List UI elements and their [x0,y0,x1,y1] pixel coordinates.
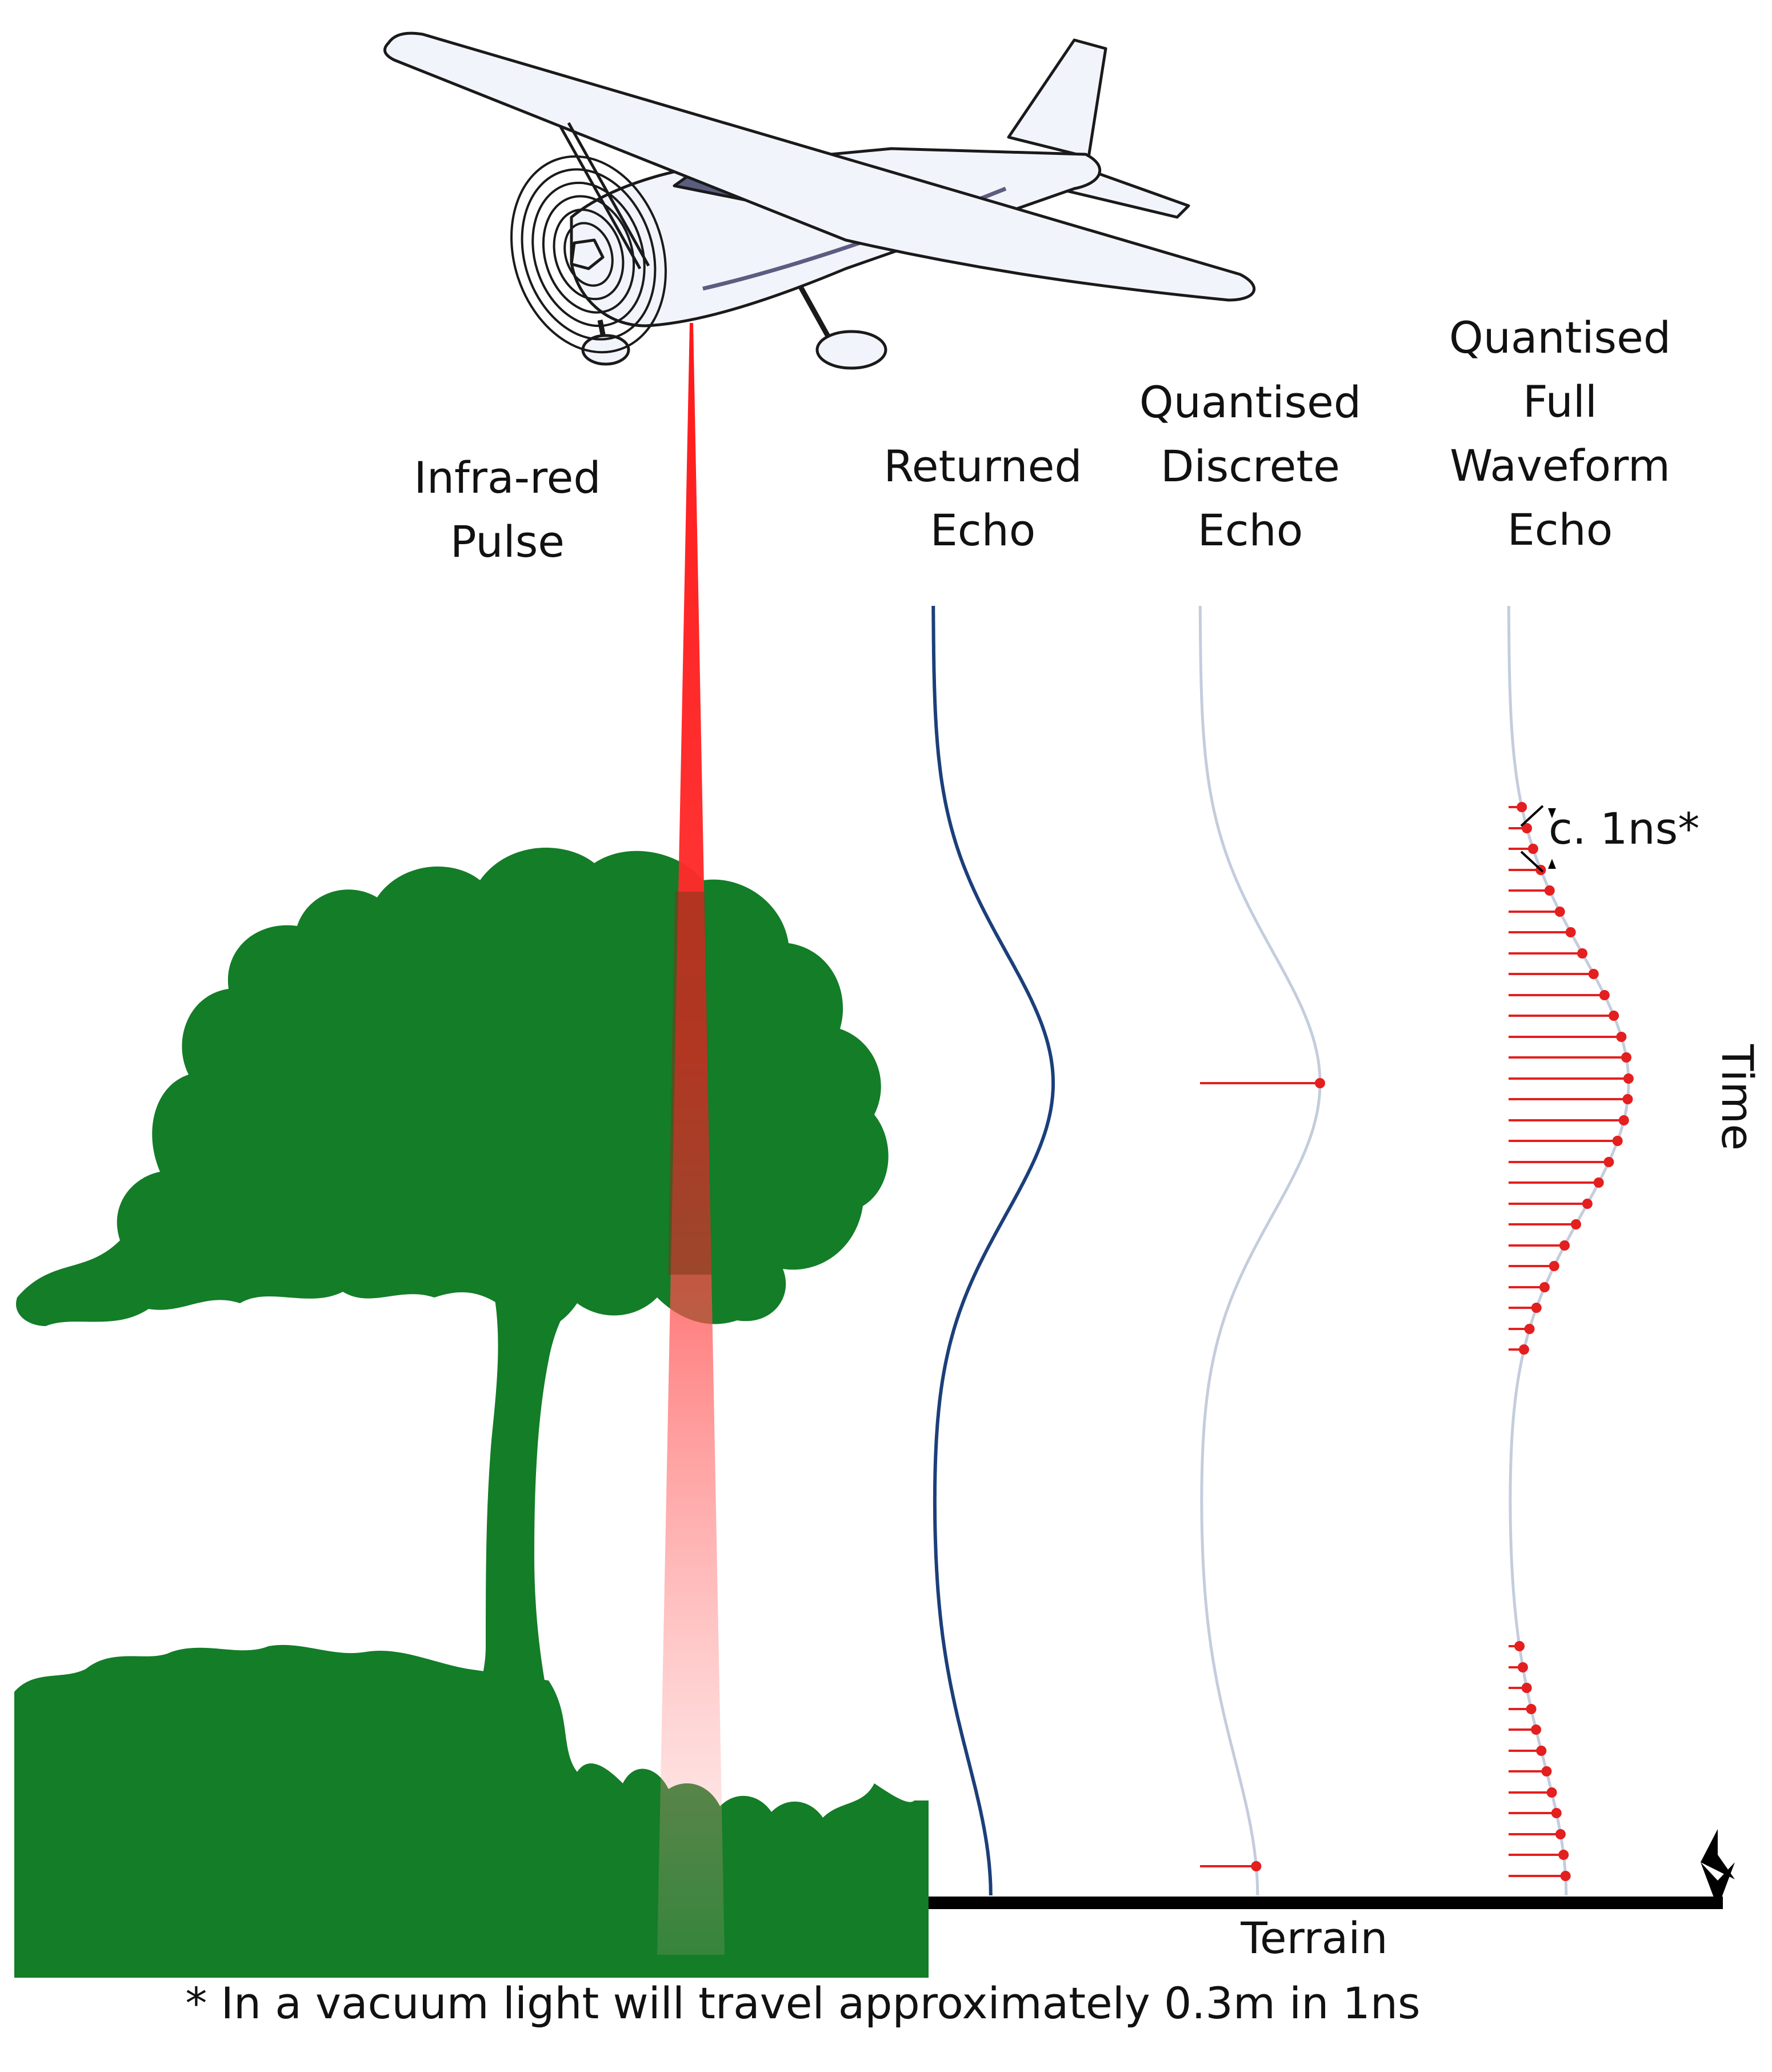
full-waveform-sample-point [1618,1115,1629,1125]
full-waveform-sample-point [1527,844,1538,854]
full-waveform-sample-point [1599,990,1610,1000]
returned-echo-label: Returned Echo [883,434,1082,562]
tree-icon [14,847,929,1978]
full-waveform-sample-point [1559,1240,1570,1251]
full-waveform-sample-point [1549,1261,1559,1271]
undergrowth [14,1644,929,1978]
full-waveform-ghost-curve [1507,606,1630,1896]
discrete-label-line-2: Discrete [1161,441,1340,492]
full-label-line-1: Quantised [1449,312,1671,363]
tree-crown [16,847,889,1332]
full-waveform-sample-point [1522,823,1533,833]
discrete-echo-ghost-curve [1198,606,1322,1896]
quantised-full-waveform-echo-label: Quantised Full Waveform Echo [1449,306,1671,562]
discrete-label-line-1: Quantised [1139,377,1362,428]
full-waveform-sample-point [1621,1052,1632,1063]
interval-label: c. 1ns* [1549,803,1700,854]
quantised-discrete-echo-label: Quantised Discrete Echo [1139,370,1361,562]
full-waveform-sample-point [1521,1683,1532,1693]
pulse-label-line-2: Pulse [450,516,565,567]
full-waveform-sample-point [1526,1704,1537,1714]
discrete-return-canopy-point [1315,1078,1325,1088]
tree-trunk [474,1246,606,1703]
full-waveform-sample-point [1577,948,1588,959]
full-waveform-sample-point [1593,1177,1604,1188]
echo-curves [931,606,1630,1896]
beam-canopy-overlap [668,892,711,1275]
full-waveform-sample-point [1565,927,1576,937]
full-waveform-sample-point [1514,1641,1525,1651]
airplane-icon [383,31,1256,370]
full-waveform-sample-point [1539,1282,1550,1292]
full-waveform-sample-point [1555,1829,1566,1839]
discrete-return-ground-point [1251,1861,1262,1871]
interval-marker [1520,805,1556,873]
full-waveform-sample-point [1536,1746,1547,1756]
full-waveform-sample-point [1623,1073,1634,1084]
footnote: * In a vacuum light will travel approxim… [185,1978,1421,2029]
full-waveform-sample-point [1544,885,1555,896]
tree-branch [400,1126,680,1292]
pulse-label-line-1: Infra-red [414,452,601,503]
full-waveform-sample-point [1531,1724,1542,1735]
full-label-line-4: Echo [1507,504,1613,555]
full-waveform-sample-point [1554,907,1565,917]
full-waveform-sample-point [1603,1157,1614,1167]
full-waveform-sample-point [1541,1766,1552,1776]
full-waveform-sample-point [1546,1787,1557,1798]
full-waveform-sample-point [1558,1850,1569,1860]
full-waveform-sample-point [1616,1032,1627,1042]
terrain-label: Terrain [1241,1913,1388,1963]
full-waveform-sample-point [1582,1199,1593,1209]
full-waveform-sample-point [1622,1094,1633,1104]
terrain-line [929,1897,1723,1909]
full-waveform-sample-point [1524,1324,1535,1334]
returned-label-line-2: Echo [930,505,1036,556]
full-waveform-sample-point [1551,1808,1562,1818]
propeller-icon [510,155,667,354]
full-waveform-sample-point [1609,1011,1619,1021]
infrared-pulse-label: Infra-red Pulse [414,446,601,574]
returned-echo-curve [931,606,1055,1896]
returned-label-line-1: Returned [883,441,1082,492]
time-axis-label: Time [1712,1044,1763,1151]
discrete-label-line-3: Echo [1197,505,1303,556]
full-waveform-sample-point [1588,969,1599,979]
full-waveform-sample-point [1519,1344,1530,1355]
quantised-samples [1200,802,1634,1881]
full-waveform-sample-point [1531,1303,1542,1313]
full-waveform-sample-point [1612,1136,1623,1146]
full-waveform-sample-point [1517,1662,1528,1672]
full-waveform-sample-point [1517,802,1527,812]
full-label-line-2: Full [1523,376,1597,427]
full-waveform-sample-point [1570,1219,1581,1229]
time-arrow-icon [1701,1829,1735,1908]
full-waveform-sample-point [1560,1871,1571,1881]
full-label-line-3: Waveform [1450,440,1670,491]
